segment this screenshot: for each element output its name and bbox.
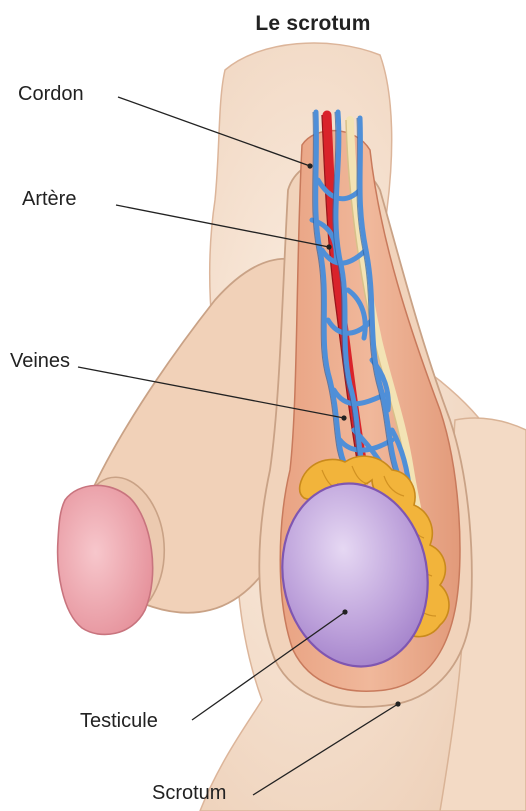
label-testicule: Testicule <box>80 710 158 733</box>
glans <box>58 485 153 634</box>
label-artere: Artère <box>22 188 76 211</box>
label-cordon: Cordon <box>18 83 84 106</box>
label-veines: Veines <box>10 350 70 373</box>
label-scrotum: Scrotum <box>152 782 226 805</box>
